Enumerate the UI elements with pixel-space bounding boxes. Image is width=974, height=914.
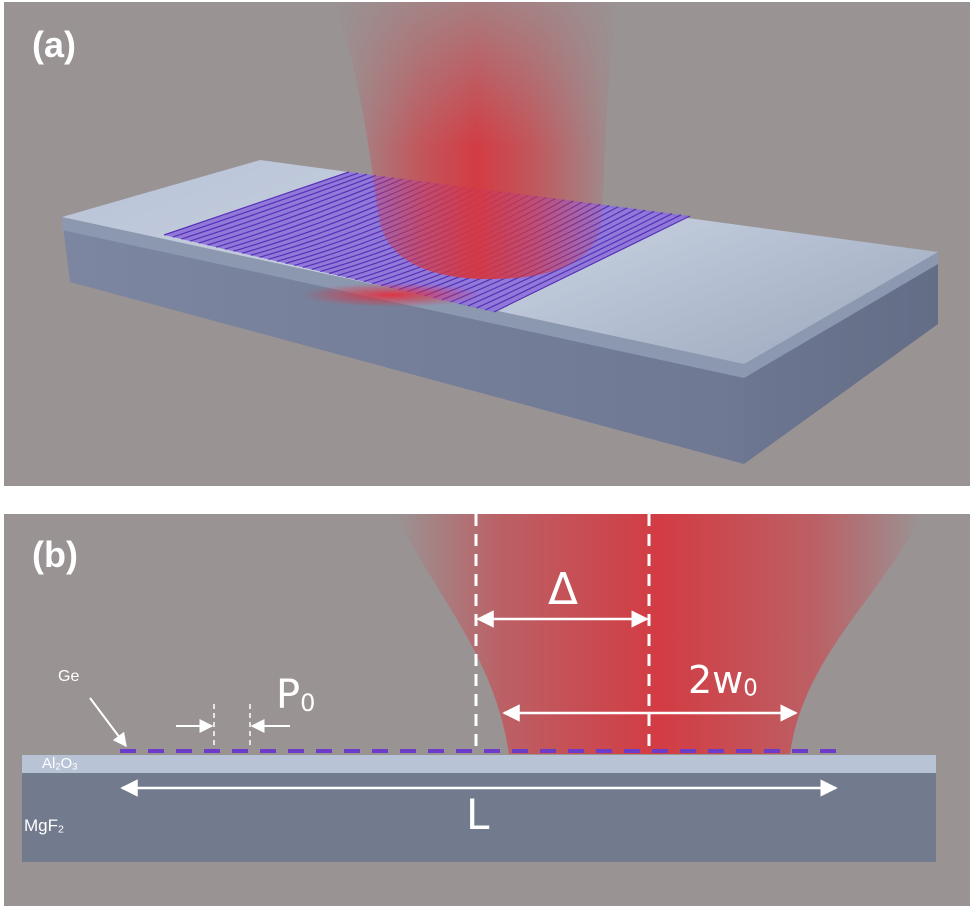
waist-label: 2w0 — [688, 658, 758, 702]
al2o3-label-o: O — [60, 755, 73, 772]
ge-pointer-arrow — [89, 697, 127, 748]
offset-label: Δ — [548, 564, 579, 615]
al2o3-label: Al2O3 — [42, 755, 77, 775]
laser-beam-a — [334, 2, 619, 279]
grating-line — [493, 215, 691, 313]
beam-spot — [302, 283, 482, 307]
grating-line — [181, 173, 368, 240]
panel-b-label: (b) — [32, 534, 78, 575]
period-label: P0 — [276, 672, 315, 718]
grating-line — [198, 176, 386, 244]
al2o3-label-al: Al — [42, 755, 56, 772]
grating-line — [163, 171, 350, 236]
panel-a-label: (a) — [32, 24, 76, 65]
grating-line — [485, 214, 682, 311]
period-label-sub: 0 — [300, 688, 316, 717]
period-label-base: P — [276, 672, 301, 718]
al2o3-label-sub2: 3 — [72, 761, 78, 772]
panel-a-illustration — [62, 2, 938, 464]
waist-label-base: 2w — [688, 658, 744, 702]
grating-line — [172, 172, 359, 238]
waist-label-sub: 0 — [743, 675, 758, 702]
substrate-side-face — [744, 260, 938, 464]
grating-line — [207, 177, 395, 246]
mgf2-label-base: MgF — [24, 816, 58, 835]
panel-b-cross-section: (b) Ge Al2O3 MgF2 P0 Δ 2w0 L — [4, 514, 970, 906]
length-label: L — [466, 790, 490, 839]
mgf2-label: MgF2 — [24, 816, 64, 836]
ge-label: Ge — [58, 668, 80, 685]
al2o3-layer — [22, 755, 936, 773]
substrate-front-face — [62, 217, 744, 464]
grating-line — [189, 174, 377, 242]
panel-b-illustration — [22, 514, 936, 862]
panel-a-3d-view: (a) — [4, 2, 970, 486]
al2o3-label-sub1: 2 — [55, 761, 61, 772]
laser-beam-b — [396, 514, 922, 754]
mgf2-label-sub: 2 — [58, 823, 64, 836]
